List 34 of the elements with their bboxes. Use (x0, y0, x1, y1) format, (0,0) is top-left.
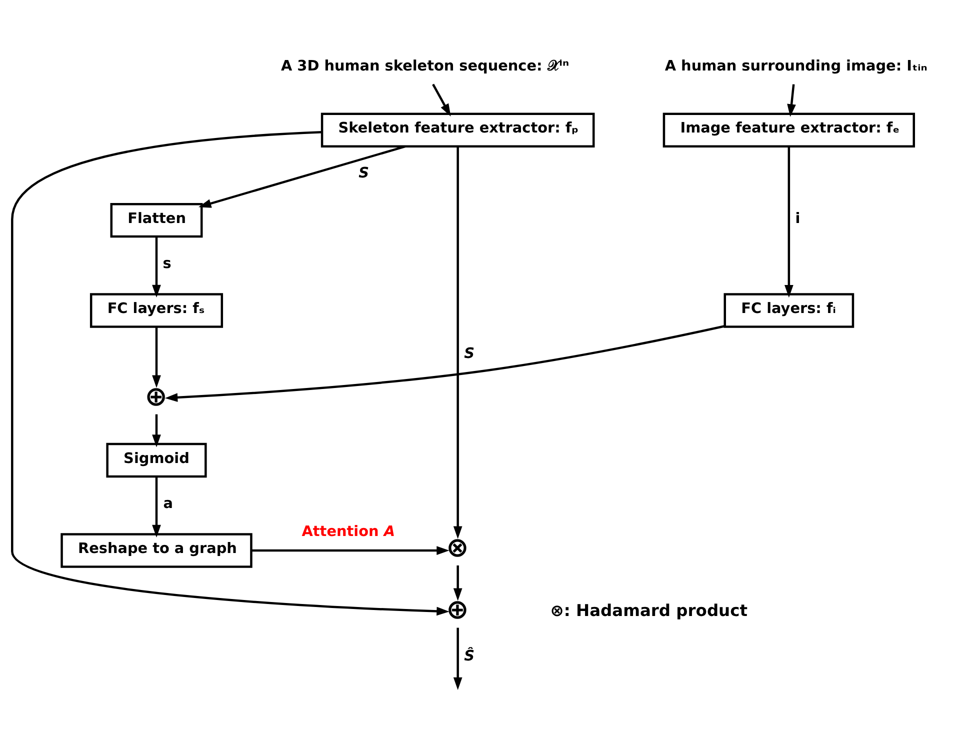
edge-label: a (163, 495, 173, 512)
node-text: A 3D human skeleton sequence: 𝒳ⁱⁿ (281, 58, 570, 74)
arrow (164, 324, 725, 402)
arrow (432, 83, 451, 116)
edge-label: S (358, 165, 369, 182)
arrow (251, 546, 450, 554)
node-box: Skeleton feature extractor: fₚ (320, 112, 595, 147)
arrow (784, 146, 794, 298)
node-box: FC layers: fₛ (90, 292, 224, 328)
arrow (152, 414, 161, 447)
edge-label: S (464, 346, 475, 362)
edge-label: Attention A (302, 523, 396, 540)
arrow (152, 476, 161, 537)
node-text: ⊕ (446, 594, 469, 626)
node-box: FC layers: fᵢ (724, 292, 854, 328)
arrow (152, 236, 161, 298)
node-box: Image feature extractor: fₑ (662, 112, 915, 147)
node-text: ⊕ (144, 380, 168, 412)
edge-label: s (162, 255, 172, 272)
arrow (453, 564, 462, 600)
node-box: Sigmoid (106, 442, 207, 478)
arrow (787, 84, 796, 116)
node-text: A human surrounding image: Iₜᵢₙ (664, 58, 928, 74)
arrow (453, 627, 462, 690)
node-box: Reshape to a graph (60, 532, 252, 568)
arrow (152, 326, 161, 388)
node-text: ⊗ (446, 532, 469, 563)
edge-label: Ŝ (464, 648, 475, 664)
edge-label: i (795, 210, 800, 226)
arrow (198, 144, 406, 208)
label: ⊗: Hadamard product (550, 600, 748, 620)
node-box: Flatten (110, 202, 203, 238)
arrow (453, 146, 462, 538)
arrow (11, 130, 450, 616)
